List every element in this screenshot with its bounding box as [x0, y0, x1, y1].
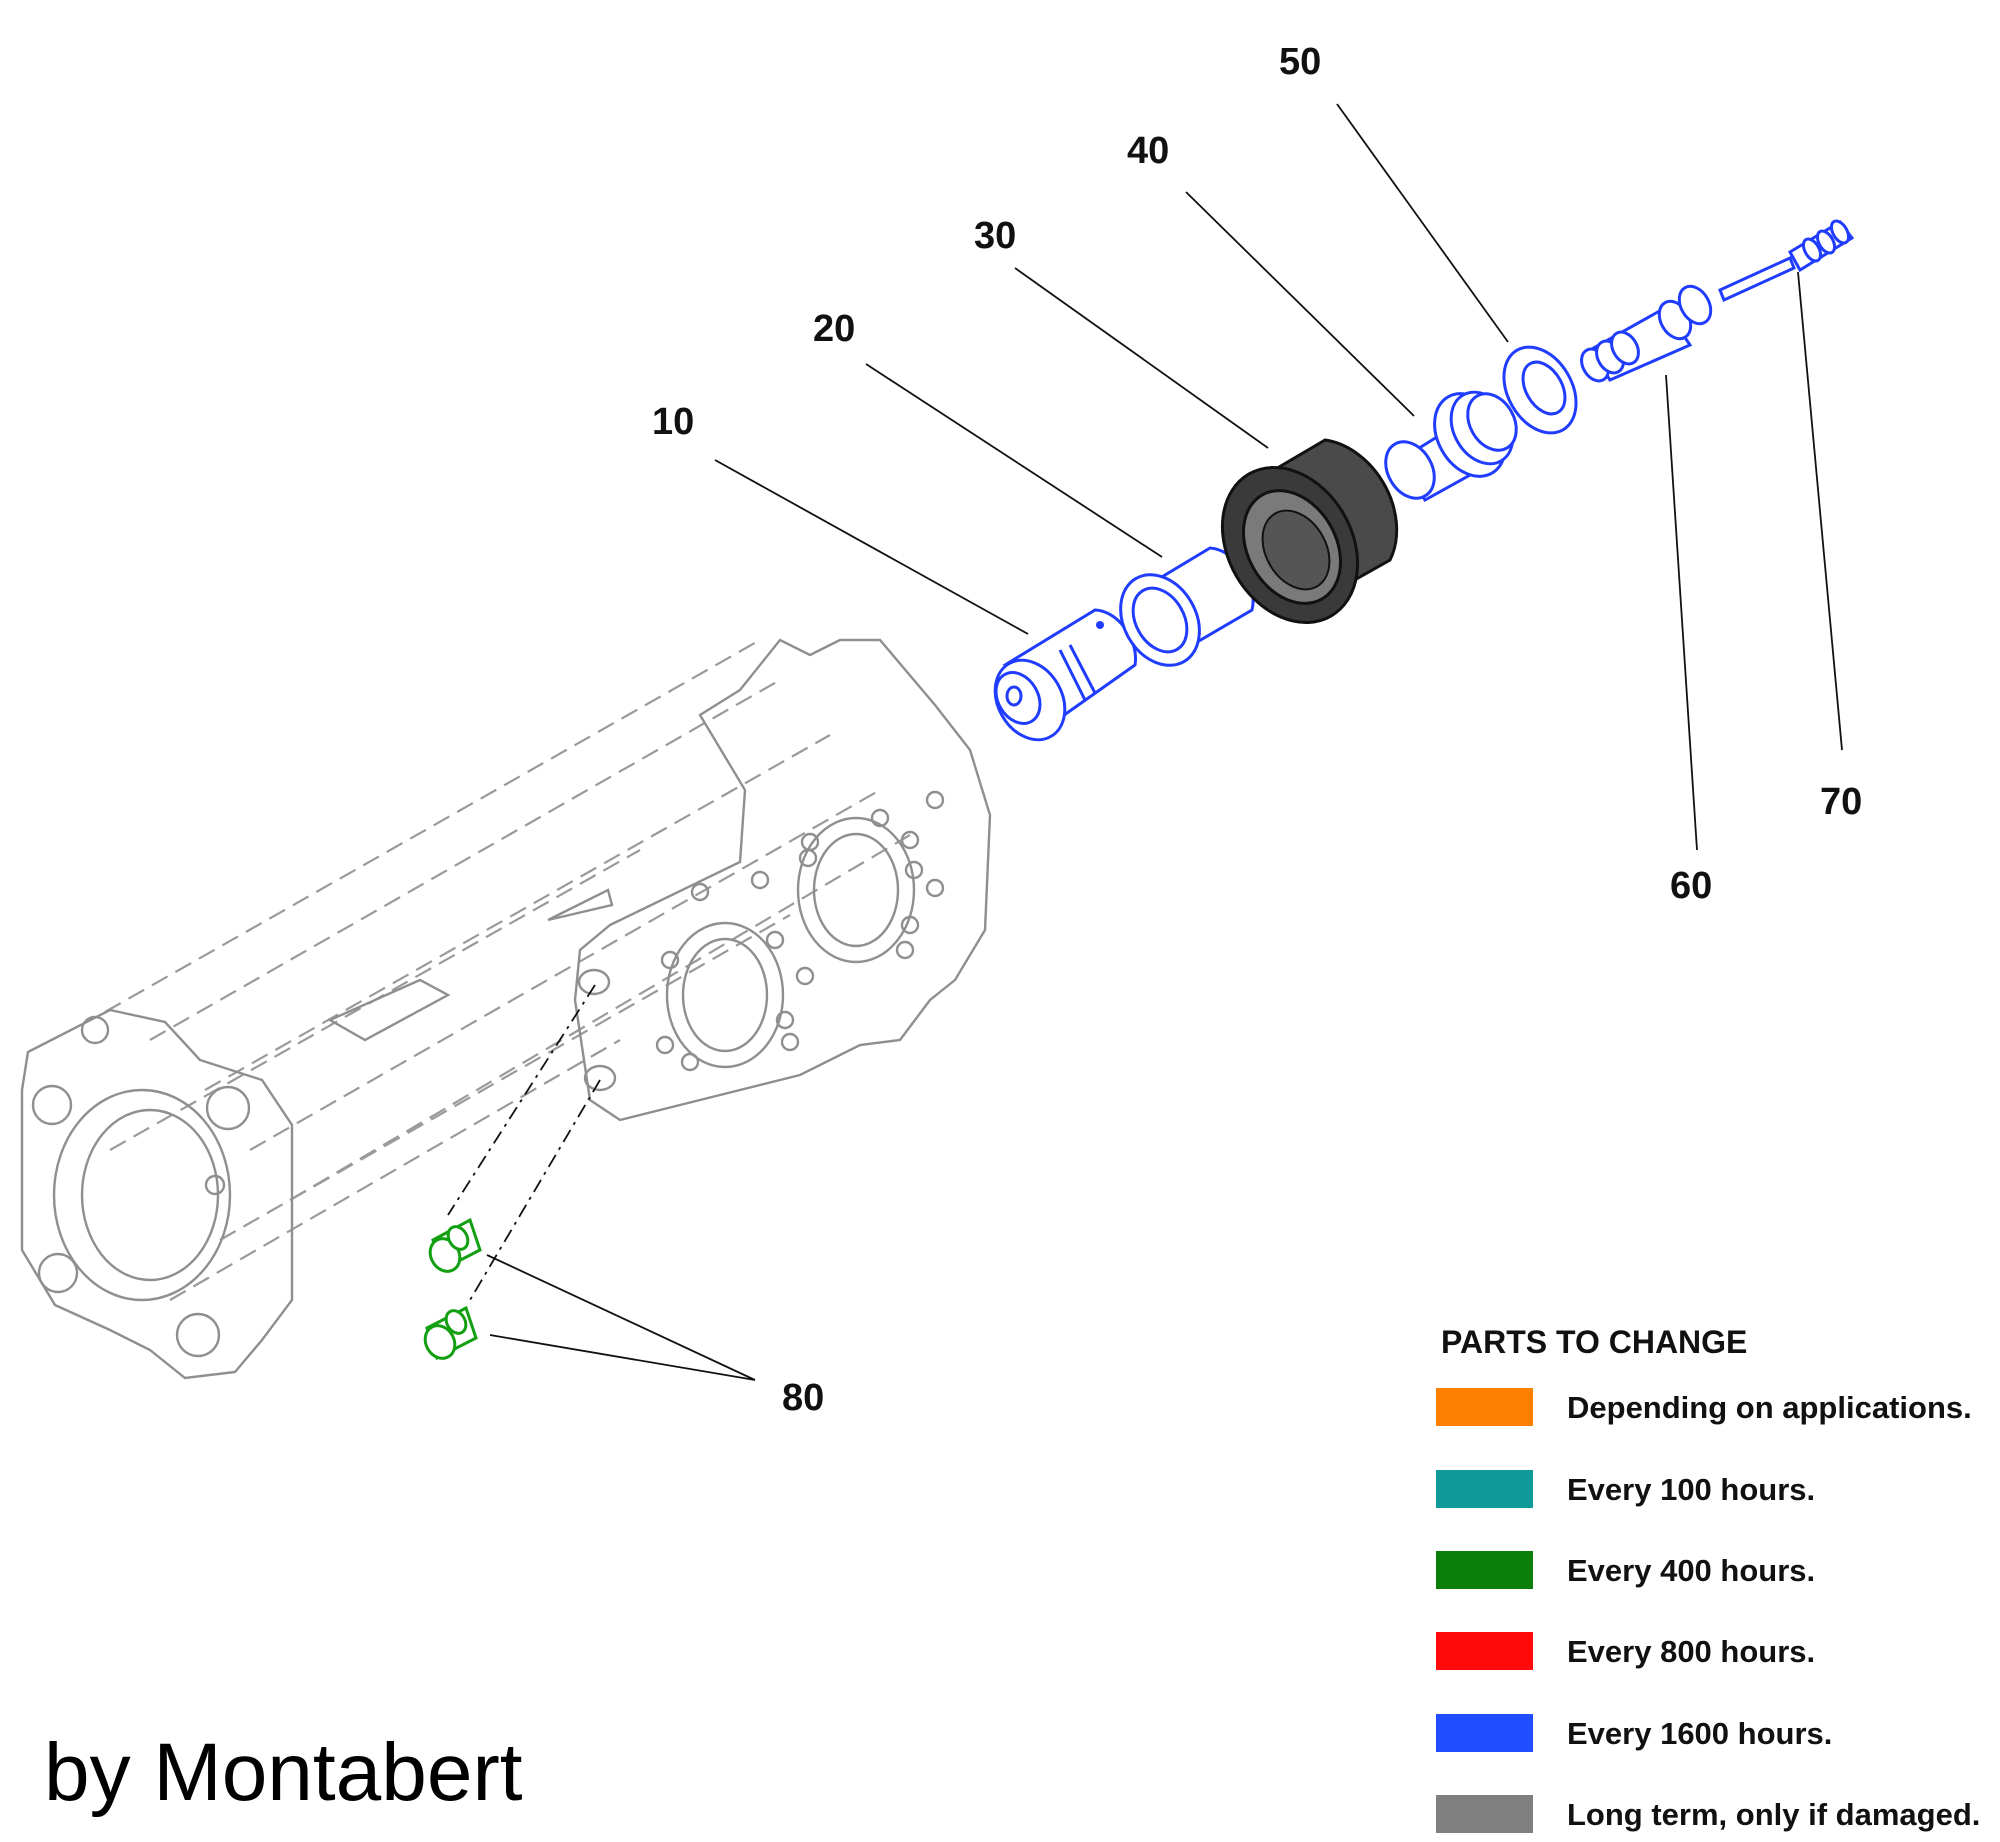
- legend-swatch-100h: [1436, 1470, 1533, 1508]
- callout-20: 20: [813, 308, 855, 350]
- legend-title: PARTS TO CHANGE: [1441, 1324, 1747, 1360]
- legend-swatch-applications: [1436, 1388, 1533, 1426]
- callout-30: 30: [974, 215, 1016, 257]
- part-60-valve-spool: [1580, 284, 1713, 383]
- legend-swatch-800h: [1436, 1632, 1533, 1670]
- part-80-grease-fittings: [423, 1217, 482, 1361]
- callout-40: 40: [1127, 130, 1169, 172]
- legend-label-applications: Depending on applications.: [1567, 1390, 1972, 1425]
- part-20-sleeve: [1119, 546, 1255, 667]
- legend-label-800h: Every 800 hours.: [1567, 1634, 1815, 1669]
- callout-70: 70: [1820, 781, 1862, 823]
- part-40-guide: [1384, 390, 1518, 503]
- legend-label-400h: Every 400 hours.: [1567, 1553, 1815, 1588]
- legend: PARTS TO CHANGE Depending on application…: [1436, 1324, 1980, 1833]
- hammer-housing-body: [20, 638, 992, 1380]
- part-50-washer: [1502, 345, 1578, 435]
- legend-label-long-term: Long term, only if damaged.: [1567, 1797, 1980, 1832]
- legend-swatch-400h: [1436, 1551, 1533, 1589]
- leader-lines: [486, 103, 1843, 1381]
- callout-50: 50: [1279, 41, 1321, 83]
- part-30-seal-ring: [1220, 438, 1399, 624]
- legend-label-1600h: Every 1600 hours.: [1567, 1716, 1832, 1751]
- callout-80: 80: [782, 1377, 824, 1419]
- callout-60: 60: [1670, 865, 1712, 907]
- legend-label-100h: Every 100 hours.: [1567, 1472, 1815, 1507]
- credit-text: by Montabert: [44, 1727, 523, 1818]
- callout-10: 10: [652, 401, 694, 443]
- part-70-pin: [1718, 219, 1855, 303]
- part-10-bushing: [993, 608, 1137, 742]
- legend-swatch-1600h: [1436, 1714, 1533, 1752]
- legend-swatch-long-term: [1436, 1795, 1533, 1833]
